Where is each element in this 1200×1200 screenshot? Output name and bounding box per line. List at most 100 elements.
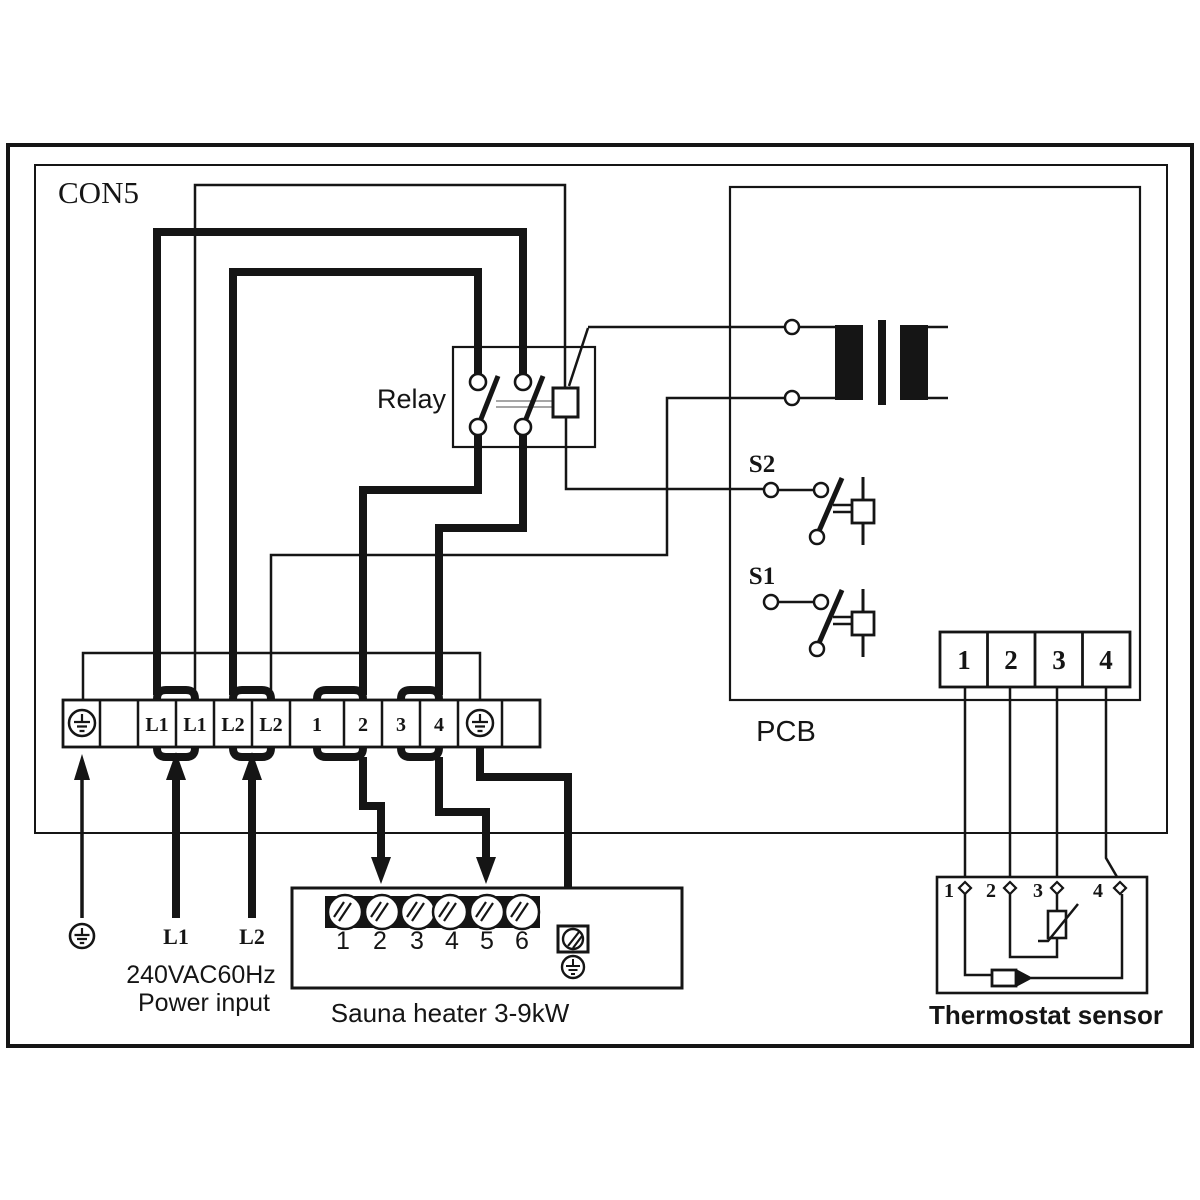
heater-terminal-icon [363, 893, 401, 931]
s1-lever [816, 589, 845, 644]
power-l2-label: L2 [239, 924, 265, 949]
relay-lever-1-icon [476, 375, 501, 425]
control-wires [81, 183, 1124, 980]
clamp-bottom-12 [313, 739, 367, 761]
thermostat-loop-outer [963, 894, 1124, 980]
relay-coil-icon [551, 386, 580, 419]
clamp-top-l1 [153, 686, 199, 708]
wire-l2b-to-transformer [269, 396, 785, 695]
power-wires [153, 228, 572, 918]
earth-bus-wire [81, 651, 482, 702]
wire-relay-to-t2 [359, 435, 482, 695]
thermostat-terminal-number: 3 [1033, 880, 1043, 902]
thermostat-terminal-number: 4 [1093, 880, 1103, 902]
s2-terminal [812, 481, 830, 499]
terminal-label: 3 [396, 714, 406, 736]
heater-terminal-icon [468, 893, 506, 931]
s1-terminal [762, 593, 780, 611]
heater-terminals [326, 893, 541, 931]
heater-terminal-number: 6 [515, 927, 529, 955]
terminal-label: L2 [221, 714, 244, 736]
wire-coil-to-s2 [564, 417, 764, 491]
s2-label: S2 [749, 451, 775, 478]
frames [6, 143, 1194, 1048]
sensor-capsule-icon [990, 968, 1018, 988]
pcb-label: PCB [756, 716, 816, 748]
pcb-connector-label: 1 [957, 645, 971, 675]
thermostat-terminal-icon [957, 880, 973, 896]
heater-terminal-icon [431, 893, 469, 931]
transformer-winding-2 [900, 325, 928, 400]
wire-t4-to-heater [435, 757, 490, 860]
terminal-label: 2 [358, 714, 368, 736]
s1-actuator [850, 610, 876, 637]
terminal-block-outline [61, 698, 542, 749]
heater-terminal-icon [326, 893, 364, 931]
s2-link [833, 503, 853, 514]
clamp-top-12 [313, 686, 367, 708]
wire-l1a-to-relay [153, 228, 527, 695]
relay-contact-icon [468, 417, 488, 437]
s2-lever [816, 477, 845, 532]
heater-terminal-number: 5 [480, 927, 494, 955]
relay-link-bars [496, 400, 553, 408]
s1-terminal [812, 593, 830, 611]
pcb-box [728, 185, 1142, 702]
thermostat-sensor: 1 2 3 4 [935, 875, 1149, 995]
heater-terminal-icon [503, 893, 541, 931]
wire-l1b-to-coil [193, 183, 567, 695]
pcb-connector-label: 4 [1099, 645, 1113, 675]
arrow-up-pe-icon [74, 754, 90, 780]
relay-contact-icon [513, 372, 533, 392]
transformer-core [878, 320, 886, 405]
pcb-connector: 1 2 3 4 [938, 630, 1132, 689]
thermostat-terminal-icon [1002, 880, 1018, 896]
terminal-label: L1 [145, 714, 168, 736]
terminal-block: L1 L1 L2 L2 1 2 3 4 [61, 698, 542, 749]
s1-link [833, 615, 853, 626]
con5-title: CON5 [58, 175, 139, 210]
thermostat-caption: Thermostat sensor [929, 1000, 1163, 1030]
s1-terminal [808, 640, 826, 658]
power-input-caption: Power input [138, 989, 270, 1017]
sauna-heater-caption: Sauna heater 3-9kW [331, 998, 570, 1028]
relay-lever-2-icon [521, 375, 546, 425]
power-l1-label: L1 [163, 924, 189, 949]
heater-terminal-number: 3 [410, 927, 424, 955]
heater-terminal-number: 2 [373, 927, 387, 955]
arrow-down-heater5-icon [476, 857, 496, 884]
wire-coil-diagonal [567, 327, 590, 387]
s2-actuator [850, 498, 876, 525]
switch-s2-icon [762, 477, 876, 546]
thermostat-terminal-icon [1112, 880, 1128, 896]
s1-label: S1 [749, 563, 775, 590]
thermistor-strike [1038, 903, 1079, 943]
arrow-up-l1-icon [166, 752, 186, 780]
sauna-heater: 1 2 3 4 5 6 [290, 886, 684, 990]
terminal-label: 1 [312, 714, 322, 736]
transformer-icon [783, 318, 928, 407]
earth-ground-icon [68, 922, 96, 950]
transformer-stubs [799, 325, 948, 400]
outer-border [6, 143, 1194, 1048]
thermostat-terminal-number: 1 [944, 880, 954, 902]
terminal-label: 4 [434, 714, 444, 736]
pcb-connector-label: 2 [1004, 645, 1018, 675]
transformer-terminal [783, 389, 801, 407]
earth-ground-icon [67, 708, 97, 738]
con5-box [34, 164, 1168, 834]
relay-contact-icon [513, 417, 533, 437]
relay-contact-icon [468, 372, 488, 392]
earth-ground-icon [560, 954, 586, 980]
clamp-bottom-34 [397, 739, 443, 761]
terminal-label: L2 [259, 714, 282, 736]
wire-relay-to-t4 [435, 435, 527, 695]
wire-gnd-to-heater [476, 746, 572, 900]
relay-assembly [451, 345, 597, 449]
heater-terminal-icon [399, 893, 437, 931]
clamp-top-34 [397, 686, 443, 708]
thermostat-harness [963, 687, 1122, 883]
thermostat-terminal-icon [1049, 880, 1065, 896]
